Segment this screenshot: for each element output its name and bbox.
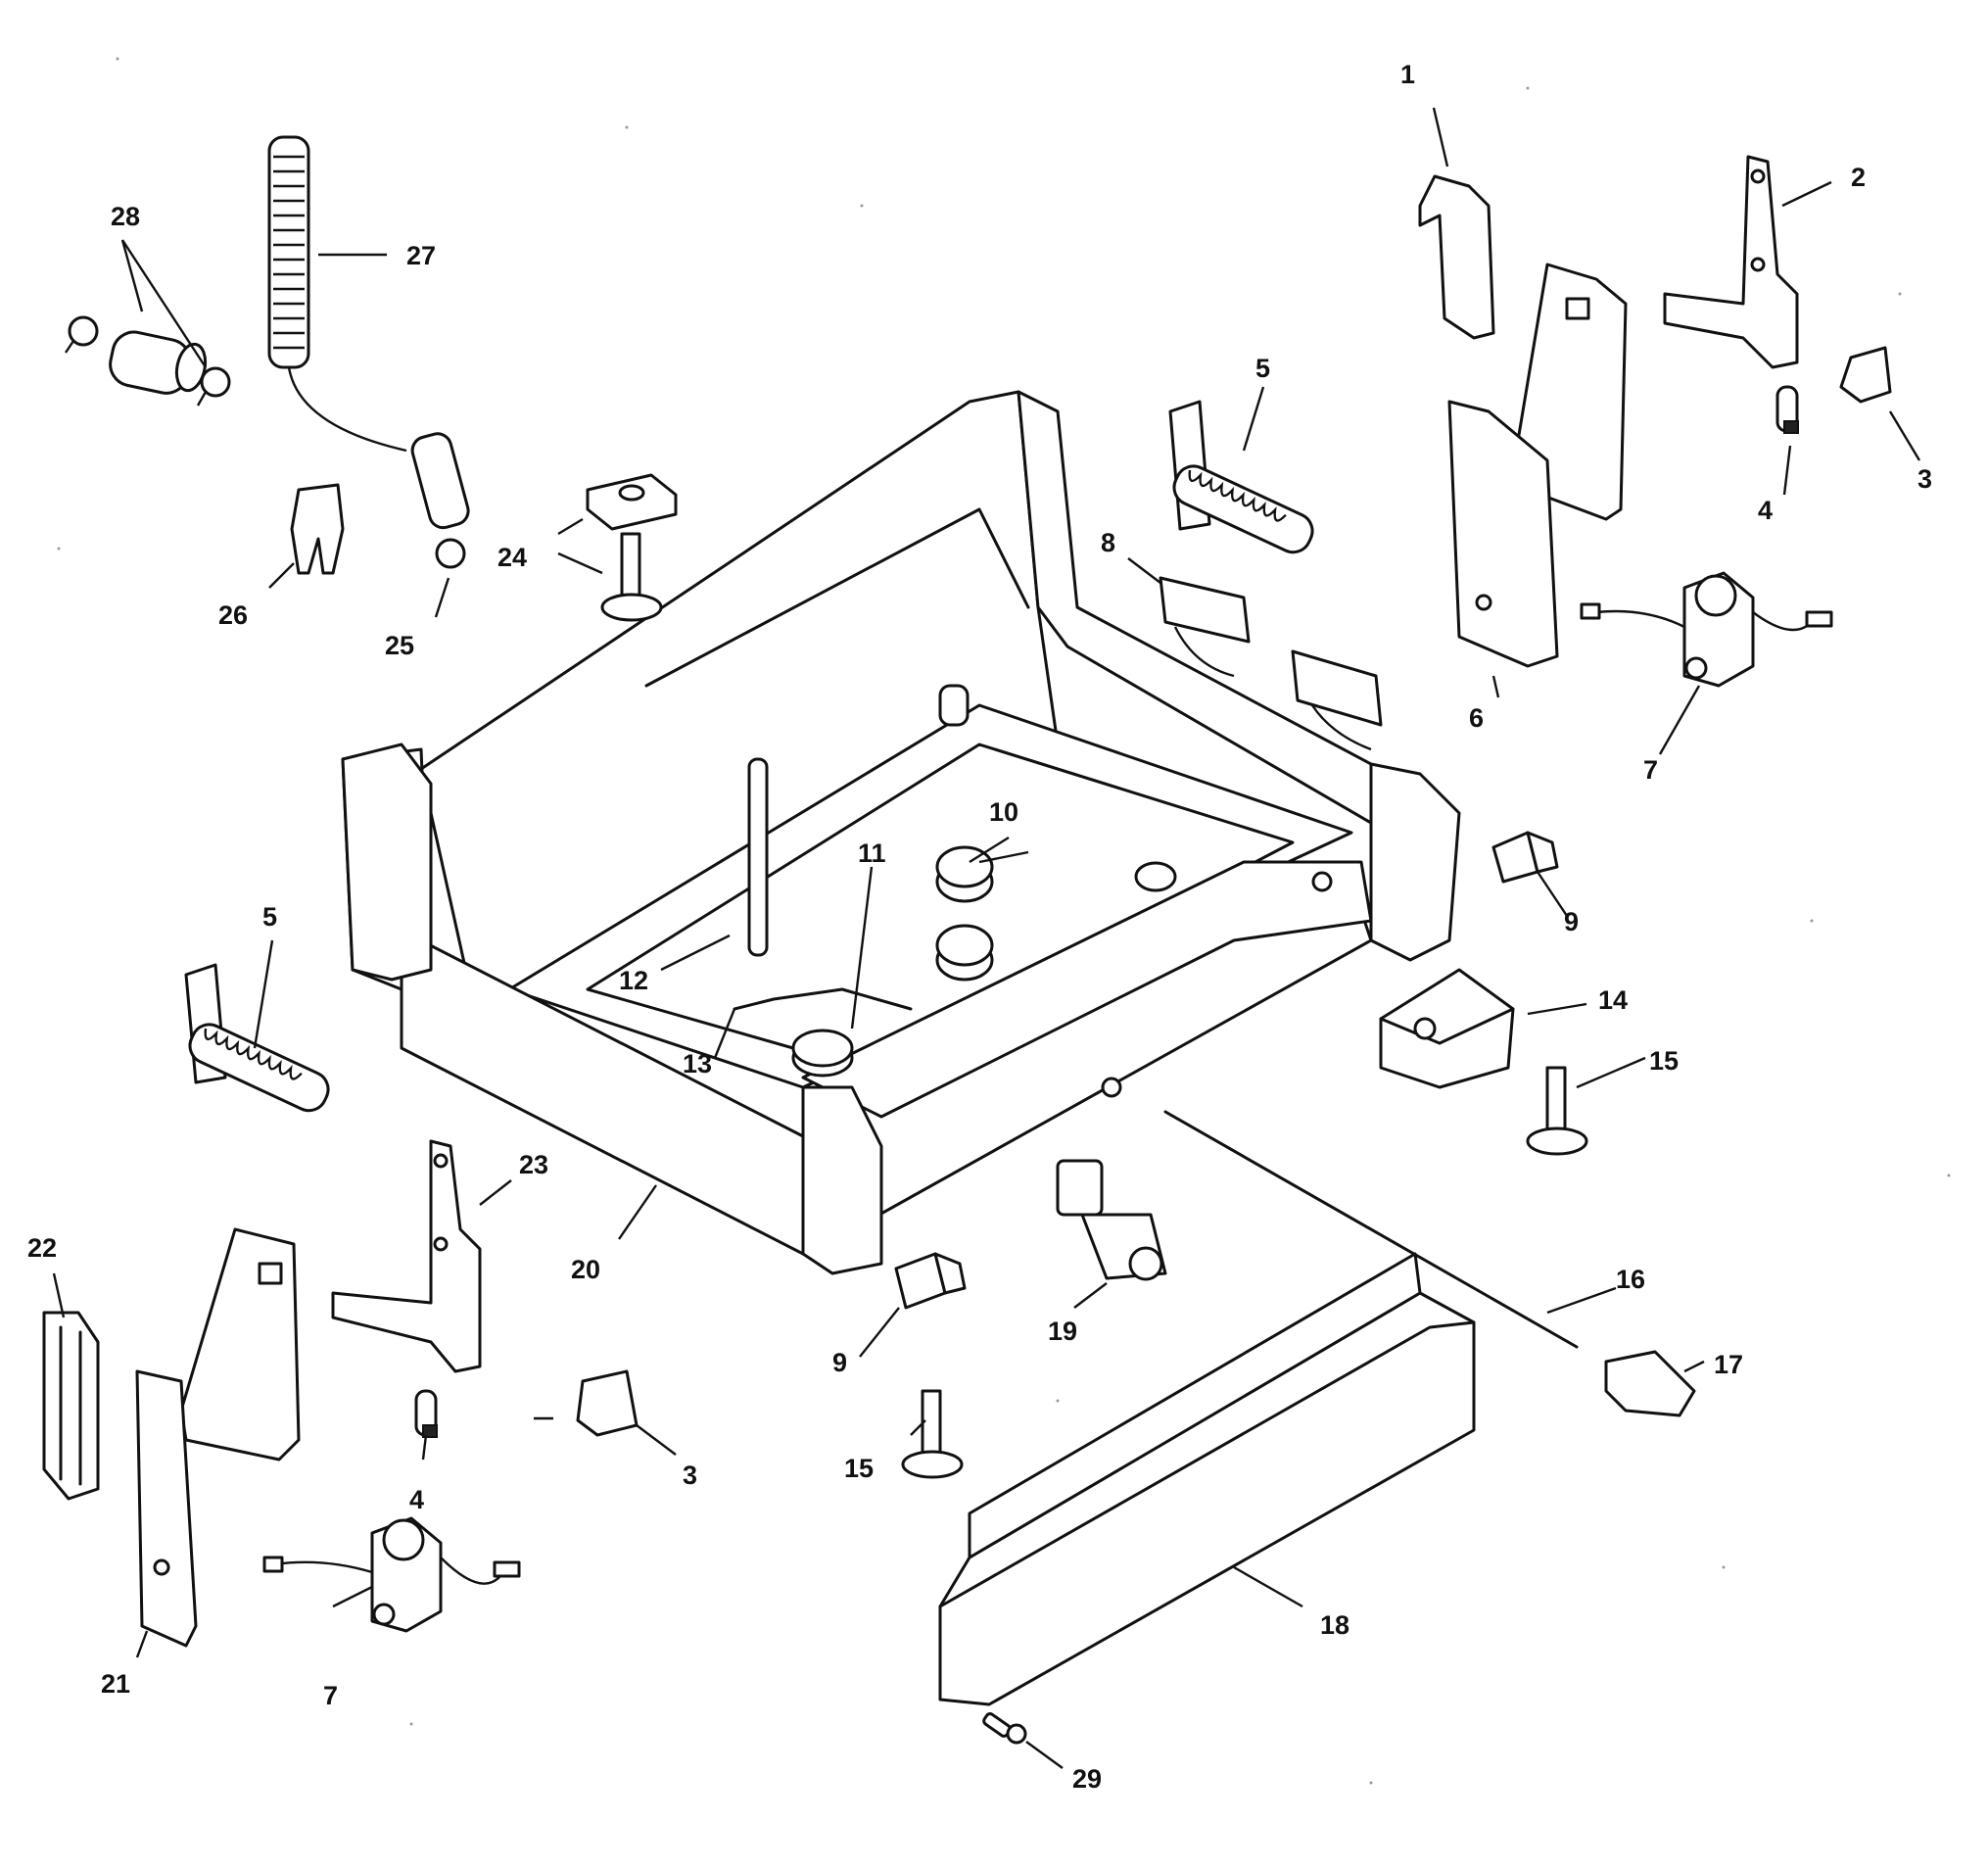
callout-labels: 1 2 3 3 4 4 5 5 6 7 7 8 9 9 10 11 12 13 …	[27, 60, 1932, 1794]
part-17-knob	[1604, 1350, 1696, 1417]
callout-5: 5	[1255, 354, 1270, 383]
part-19-water-valve	[1056, 1159, 1167, 1281]
callout-15: 15	[844, 1454, 874, 1483]
callout-17: 17	[1714, 1350, 1743, 1379]
callout-2: 2	[1851, 163, 1866, 192]
part-8-connectors	[1159, 576, 1383, 751]
part-4-pin-lower	[414, 1389, 438, 1438]
part-15-screw-right	[1526, 1066, 1588, 1156]
part-7-motor-upper	[1580, 571, 1833, 688]
part-29-screw	[982, 1712, 1027, 1745]
part-14-box-bracket	[1379, 968, 1515, 1089]
callout-7: 7	[323, 1681, 338, 1710]
part-26-clamp	[290, 483, 345, 575]
callout-13: 13	[683, 1049, 712, 1078]
callout-25: 25	[385, 631, 414, 660]
callout-22: 22	[27, 1233, 57, 1263]
callout-18: 18	[1320, 1610, 1349, 1640]
part-9-bracket-upper	[1491, 831, 1559, 884]
part-4-pin-upper	[1775, 385, 1799, 434]
callout-19: 19	[1048, 1317, 1077, 1346]
callout-24: 24	[497, 543, 527, 572]
part-21-side-bracket-left	[135, 1227, 301, 1648]
part-3-clip-lower	[576, 1369, 639, 1437]
part-1-latch-cover	[1418, 174, 1495, 340]
callout-9: 9	[1564, 907, 1579, 936]
callout-28: 28	[111, 202, 140, 231]
callout-5: 5	[262, 902, 277, 932]
callout-9: 9	[832, 1348, 847, 1377]
callout-4: 4	[409, 1485, 424, 1514]
part-5-spring-lower	[184, 963, 330, 1113]
part-9-bracket-lower	[894, 1252, 967, 1310]
callout-6: 6	[1469, 703, 1484, 733]
part-2-hinge-arm	[1663, 155, 1799, 369]
callout-26: 26	[218, 600, 248, 630]
callout-27: 27	[406, 241, 436, 270]
part-28-tube-clamps	[65, 315, 231, 407]
callout-11: 11	[858, 839, 886, 868]
callout-3: 3	[1917, 464, 1932, 494]
scan-specks	[57, 57, 1951, 1785]
callout-20: 20	[571, 1255, 600, 1284]
callout-8: 8	[1101, 528, 1115, 557]
callout-14: 14	[1598, 985, 1628, 1015]
callout-3: 3	[683, 1461, 697, 1490]
part-22-latch-cover-left	[42, 1311, 100, 1501]
part-3-clip-upper	[1839, 346, 1892, 404]
callout-16: 16	[1616, 1265, 1645, 1294]
part-6-side-bracket	[1447, 263, 1628, 668]
leader-lines	[52, 107, 1921, 1769]
part-7-motor-lower	[262, 1516, 521, 1633]
callout-23: 23	[519, 1150, 548, 1179]
part-24-nut-screw	[586, 473, 678, 622]
callout-12: 12	[619, 966, 648, 995]
part-23-hinge-arm-left	[331, 1139, 482, 1373]
callout-21: 21	[101, 1669, 130, 1699]
base-tub	[341, 390, 1461, 1275]
part-25-ring	[435, 538, 466, 569]
part-16-rod	[1163, 1110, 1579, 1349]
callout-4: 4	[1758, 496, 1773, 525]
part-18-front-panel	[938, 1252, 1476, 1706]
part-5-spring-upper	[1168, 400, 1314, 554]
part-15-screw-lower	[901, 1389, 964, 1479]
callout-7: 7	[1643, 755, 1658, 785]
callout-29: 29	[1072, 1764, 1102, 1794]
part-27-hose	[267, 135, 470, 530]
callout-1: 1	[1400, 60, 1415, 89]
callout-15: 15	[1649, 1046, 1679, 1076]
callout-10: 10	[989, 797, 1018, 827]
